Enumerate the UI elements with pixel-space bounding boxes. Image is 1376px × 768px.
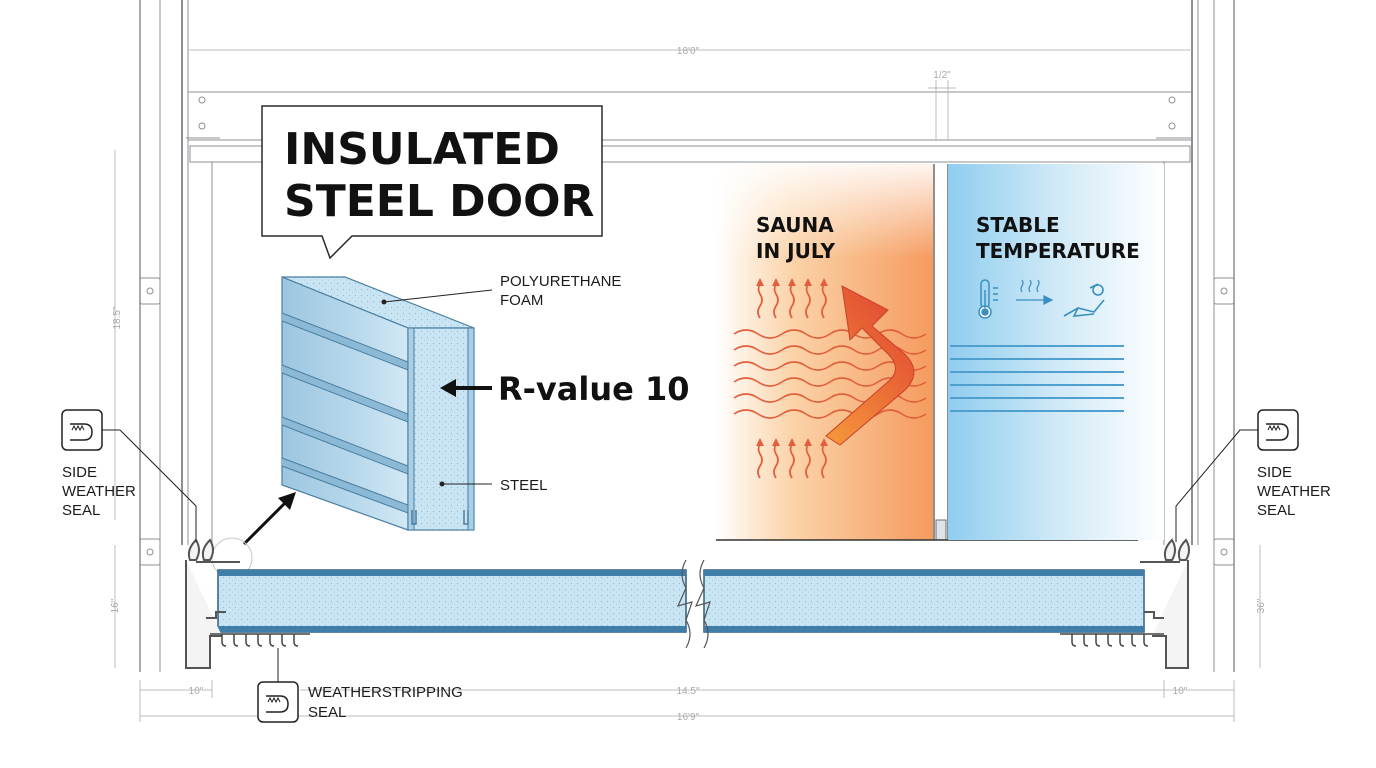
seal-leaders <box>102 429 1258 682</box>
right-jamb-bracket <box>1140 538 1190 669</box>
hot-panel-line1: SAUNA <box>756 213 834 237</box>
foam-label-line1: POLYURETHANE <box>500 273 621 290</box>
steel-panel-section <box>281 276 475 531</box>
cool-panel <box>948 164 1164 540</box>
left-seal-line3: SEAL <box>62 502 100 519</box>
dim-bottom-total: 16'9" <box>677 712 700 723</box>
thermometer-icon <box>978 279 998 319</box>
left-seal-line2: WEATHER <box>62 483 136 500</box>
bottom-door-panel <box>217 559 1145 649</box>
dim-left-lower: 16" <box>110 598 121 613</box>
bottom-seal-line1: WEATHERSTRIPPING <box>308 684 463 701</box>
seal-profile-icon-bottom <box>257 681 299 723</box>
hot-panel-line2: IN JULY <box>756 239 835 263</box>
relaxing-person-icon <box>1063 283 1105 317</box>
left-jamb-bracket <box>185 538 240 669</box>
foam-label-line2: FOAM <box>500 292 543 309</box>
r-value-arrow <box>440 379 492 397</box>
dim-gap: 1/2" <box>933 70 951 81</box>
dim-bottom-mid: 14.5" <box>676 686 699 697</box>
r-value-label: R-value 10 <box>498 370 690 408</box>
heat-tips <box>756 278 828 446</box>
callout-leaders <box>381 289 493 487</box>
dim-bottom-left: 10" <box>189 686 204 697</box>
pointer-arrow <box>211 492 296 579</box>
weatherstrip-left <box>210 633 310 647</box>
right-seal-line2: WEATHER <box>1257 483 1331 500</box>
seal-profile-icon-right <box>1257 409 1299 451</box>
title-line1: INSULATED <box>284 124 560 175</box>
heat-deflect-arrow-icon <box>825 285 915 446</box>
right-seal-line3: SEAL <box>1257 502 1295 519</box>
mild-heat-icon <box>1016 279 1054 305</box>
heat-rising-icons <box>757 283 827 479</box>
dim-top-width: 18'0" <box>677 46 700 57</box>
weatherstrip-right <box>1060 633 1164 647</box>
left-seal-line1: SIDE <box>62 464 97 481</box>
seal-profile-icon <box>61 409 103 451</box>
cool-panel-line2: TEMPERATURE <box>976 239 1140 263</box>
steel-label: STEEL <box>500 477 548 494</box>
dim-bottom-right: 10" <box>1173 686 1188 697</box>
cool-panel-line1: STABLE <box>976 213 1060 237</box>
dimension-lines <box>114 49 1261 722</box>
right-seal-line1: SIDE <box>1257 464 1292 481</box>
title-callout: INSULATED STEEL DOOR <box>261 105 603 260</box>
dim-left-upper: 18.5" <box>112 306 123 329</box>
cool-air-lines <box>950 345 1124 412</box>
title-line2: STEEL DOOR <box>284 176 594 227</box>
bottom-seal-line2: SEAL <box>308 704 346 721</box>
dim-right-lower: 36" <box>1256 598 1267 613</box>
